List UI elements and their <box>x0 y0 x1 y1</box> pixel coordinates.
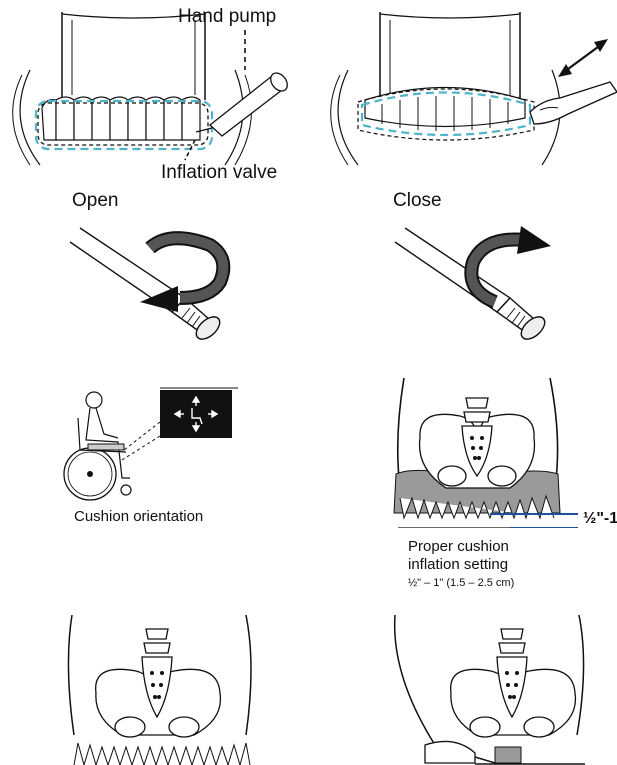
panel-close-valve: Close <box>385 190 617 340</box>
pelvis-cushion-illustration <box>60 615 310 765</box>
panel-hand-check <box>385 615 617 765</box>
hand-adjust-illustration <box>320 0 617 190</box>
proper-inflation-title-2: inflation setting <box>408 556 508 573</box>
proper-inflation-title: Proper cushion <box>408 538 509 555</box>
inflation-measurement-label: ½" – 1" (1.5 – 2.5 cm) <box>408 577 514 589</box>
panel-open-valve: Open <box>60 190 300 340</box>
inflation-range-label: ½"-1" <box>583 510 617 528</box>
pelvis-proper-inflation-illustration <box>390 378 617 528</box>
hand-check-illustration <box>385 615 617 765</box>
inflation-valve-label: Inflation valve <box>161 162 277 184</box>
panel-pelvis-cushion <box>60 615 310 765</box>
panel-hand-pump: Hand pump Inflation valve <box>0 0 310 190</box>
panel-hand-adjust <box>320 0 617 190</box>
panel-cushion-orientation: Cushion orientation <box>60 378 310 538</box>
cushion-orientation-label: Cushion orientation <box>74 508 203 525</box>
close-valve-illustration <box>385 190 617 340</box>
panel-proper-inflation: ½"-1" Proper cushion inflation setting ½… <box>390 378 617 598</box>
hand-pump-label: Hand pump <box>178 6 276 28</box>
open-valve-illustration <box>60 190 300 340</box>
